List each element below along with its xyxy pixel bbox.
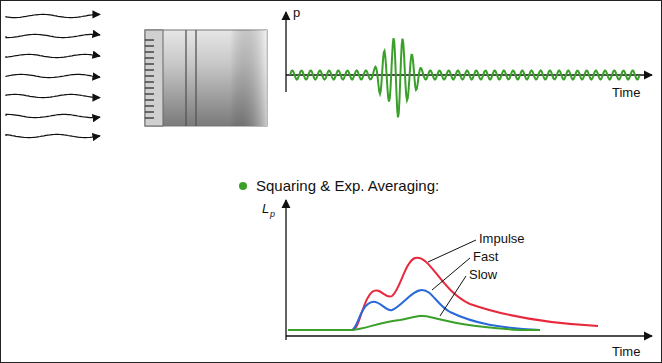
curve-label: Fast: [473, 250, 498, 263]
pressure-axes: [286, 12, 652, 92]
bullet: [239, 182, 247, 190]
sound-wave: [6, 54, 100, 57]
bullet-text: Squaring & Exp. Averaging:: [256, 178, 439, 193]
sound-wave: [6, 134, 100, 137]
axis-label: Time: [612, 345, 640, 358]
slow-curve: [288, 316, 540, 330]
axis-label: p: [293, 6, 300, 19]
sound-wave: [6, 114, 100, 117]
curve-label: Slow: [469, 268, 497, 281]
sound-wave: [6, 14, 100, 17]
sound-wave: [6, 74, 100, 77]
curve-label: Impulse: [479, 232, 525, 245]
level-curves: [288, 258, 598, 330]
pressure-signal: [290, 38, 640, 117]
axis-subscript: p: [270, 210, 275, 219]
sound-waves: [6, 14, 100, 137]
leader-lines: [428, 240, 476, 316]
level-axes: [286, 200, 652, 340]
sound-wave: [6, 34, 100, 37]
impulse-curve: [288, 258, 598, 330]
microphone: [145, 30, 267, 126]
axis-label: Time: [612, 86, 640, 99]
sound-wave: [6, 94, 100, 97]
axis-label: L: [262, 202, 269, 215]
